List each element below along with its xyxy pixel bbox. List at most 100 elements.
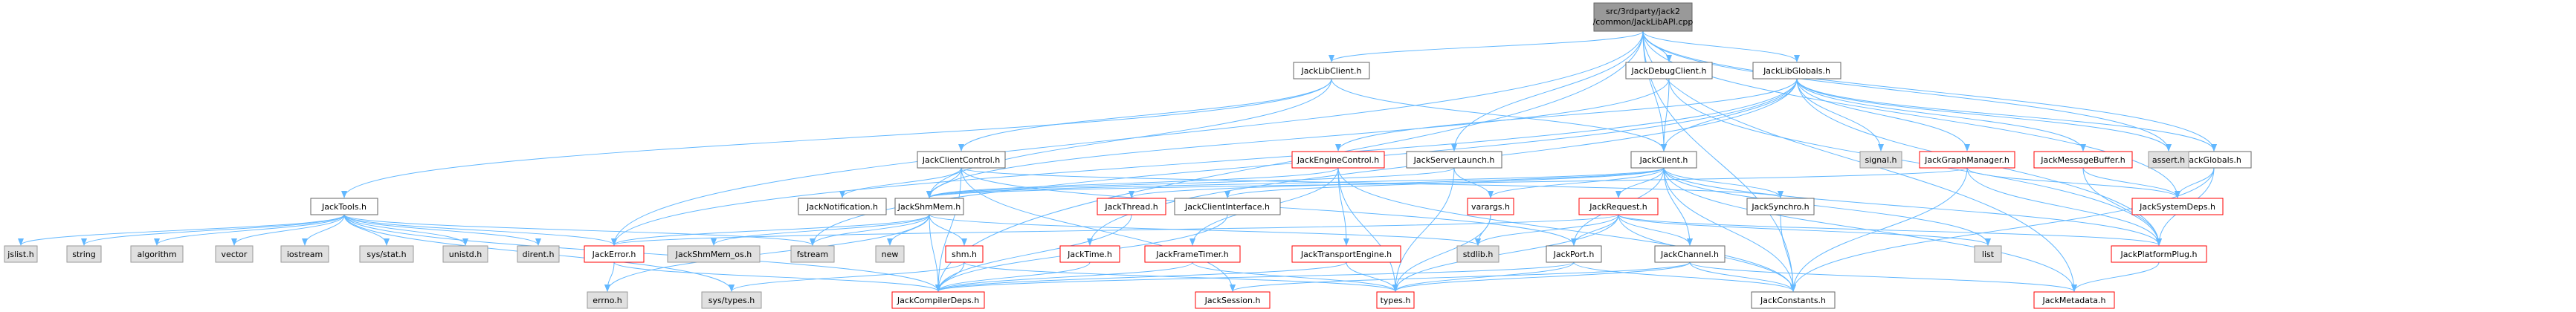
node-constants[interactable]: JackConstants.h xyxy=(1751,291,1836,309)
include-edge-client-to-list xyxy=(1663,167,1991,246)
include-edge-root-to-libglobals xyxy=(1642,30,1800,62)
node-vector[interactable]: vector xyxy=(215,245,254,263)
node-request[interactable]: JackRequest.h xyxy=(1578,198,1659,215)
node-unistd[interactable]: unistd.h xyxy=(442,245,488,263)
node-platformplug[interactable]: JackPlatformPlug.h xyxy=(2111,245,2207,263)
node-label-shm: shm.h xyxy=(952,250,977,259)
node-frametimer[interactable]: JackFrameTimer.h xyxy=(1144,245,1241,263)
node-label-globals: JackGlobals.h xyxy=(2186,155,2241,165)
node-new[interactable]: new xyxy=(875,245,905,263)
include-edge-enginecontrol-to-transportengine xyxy=(1337,167,1349,246)
node-synchro[interactable]: JackSynchro.h xyxy=(1746,198,1815,215)
include-edge-root-to-serverlaunch xyxy=(1451,30,1644,152)
node-shmmemos[interactable]: JackShmMem_os.h xyxy=(667,245,761,263)
include-edge-frametimer-to-compilerdeps xyxy=(935,261,1193,292)
node-label-synchro: JackSynchro.h xyxy=(1751,202,1809,212)
include-edge-root-to-globals xyxy=(1642,30,2217,152)
node-tools[interactable]: JackTools.h xyxy=(310,198,378,215)
include-edge-libglobals-to-graphmanager xyxy=(1796,78,1970,152)
node-globals[interactable]: JackGlobals.h xyxy=(2176,151,2252,169)
node-label-serverlaunch: JackServerLaunch.h xyxy=(1413,155,1495,165)
node-label-compilerdeps: JackCompilerDeps.h xyxy=(897,296,979,305)
root-label-line-2: /common/JackLibAPI.cpp xyxy=(1593,17,1694,27)
node-label-platformplug: JackPlatformPlug.h xyxy=(2120,250,2198,259)
include-edge-client-to-platformplug xyxy=(1663,167,2162,246)
node-enginecontrol[interactable]: JackEngineControl.h xyxy=(1291,151,1385,169)
include-edge-thread-to-compilerdeps xyxy=(935,214,1132,292)
include-edge-libglobals-to-enginecontrol xyxy=(1335,78,1798,152)
include-edge-clientcontrol-to-notification xyxy=(839,167,962,198)
node-label-vector: vector xyxy=(222,250,248,259)
node-notification[interactable]: JackNotification.h xyxy=(798,198,887,215)
node-systemdeps[interactable]: JackSystemDeps.h xyxy=(2131,198,2224,215)
include-edge-tools-to-string xyxy=(81,214,345,246)
include-edge-enginecontrol-to-shmmem xyxy=(926,167,1339,198)
node-list[interactable]: list xyxy=(1974,245,2002,263)
node-box-vector xyxy=(215,245,254,263)
node-fstream[interactable]: fstream xyxy=(790,245,835,263)
node-jslist[interactable]: jslist.h xyxy=(4,245,38,263)
node-graphmanager[interactable]: JackGraphManager.h xyxy=(1919,151,2015,169)
node-client[interactable]: JackClient.h xyxy=(1630,151,1697,169)
node-serverlaunch[interactable]: JackServerLaunch.h xyxy=(1406,151,1502,169)
node-box-port xyxy=(1546,245,1602,263)
node-channel[interactable]: JackChannel.h xyxy=(1654,245,1726,263)
node-messagebuffer[interactable]: JackMessageBuffer.h xyxy=(2033,151,2133,169)
node-shmmem[interactable]: JackShmMem.h xyxy=(894,198,964,215)
node-box-systemdeps xyxy=(2131,198,2224,215)
node-time[interactable]: JackTime.h xyxy=(1059,245,1120,263)
node-label-request: JackRequest.h xyxy=(1589,202,1647,212)
node-iostream[interactable]: iostream xyxy=(280,245,329,263)
node-algorithm[interactable]: algorithm xyxy=(130,245,184,263)
node-error[interactable]: JackError.h xyxy=(584,245,645,263)
node-label-notification: JackNotification.h xyxy=(806,202,878,212)
node-systypes[interactable]: sys/types.h xyxy=(701,291,762,309)
include-edge-channel-to-types xyxy=(1392,261,1691,292)
node-types[interactable]: types.h xyxy=(1376,291,1415,309)
include-edge-debugclient-to-shmmem xyxy=(926,78,1670,198)
node-box-enginecontrol xyxy=(1291,151,1385,169)
node-compilerdeps[interactable]: JackCompilerDeps.h xyxy=(891,291,985,309)
node-varargs[interactable]: varargs.h xyxy=(1467,198,1514,215)
node-label-new: new xyxy=(882,250,899,259)
node-box-new xyxy=(875,245,905,263)
node-thread[interactable]: JackThread.h xyxy=(1097,198,1166,215)
node-box-libglobals xyxy=(1752,62,1841,79)
node-shm[interactable]: shm.h xyxy=(945,245,984,263)
include-edge-graphmanager-to-shmmem xyxy=(926,167,1968,198)
include-edge-request-to-types xyxy=(1392,214,1619,292)
node-stdlib[interactable]: stdlib.h xyxy=(1456,245,1500,263)
node-clientinterface[interactable]: JackClientInterface.h xyxy=(1174,198,1281,215)
node-label-string: string xyxy=(72,250,96,259)
include-edge-globals-to-systemdeps xyxy=(2175,167,2215,198)
node-libclient[interactable]: JackLibClient.h xyxy=(1293,62,1370,79)
node-session[interactable]: JackSession.h xyxy=(1195,291,1271,309)
include-edge-tools-to-unistd xyxy=(343,214,468,246)
node-port[interactable]: JackPort.h xyxy=(1546,245,1602,263)
node-box-varargs xyxy=(1467,198,1514,215)
node-errno[interactable]: errno.h xyxy=(587,291,628,309)
include-edge-graphmanager-to-constants xyxy=(1790,167,1968,292)
node-label-port: JackPort.h xyxy=(1553,250,1595,259)
node-signal[interactable]: signal.h xyxy=(1859,151,1902,169)
node-libglobals[interactable]: JackLibGlobals.h xyxy=(1752,62,1841,79)
node-debugclient[interactable]: JackDebugClient.h xyxy=(1625,62,1713,79)
node-box-messagebuffer xyxy=(2033,151,2133,169)
include-edge-shmmem-to-stdlib xyxy=(929,214,1481,246)
node-string[interactable]: string xyxy=(66,245,102,263)
include-edge-request-to-port xyxy=(1571,214,1619,246)
node-box-transportengine xyxy=(1291,245,1401,263)
include-edge-client-to-synchro xyxy=(1663,167,1783,198)
node-dirent[interactable]: dirent.h xyxy=(517,245,560,263)
node-assert[interactable]: assert.h xyxy=(2148,151,2189,169)
include-edge-messagebuffer-to-platformplug xyxy=(2082,167,2162,246)
node-transportengine[interactable]: JackTransportEngine.h xyxy=(1291,245,1401,263)
node-box-string xyxy=(66,245,102,263)
node-sysstat[interactable]: sys/stat.h xyxy=(359,245,414,263)
node-clientcontrol[interactable]: JackClientControl.h xyxy=(917,151,1006,169)
node-metadata[interactable]: JackMetadata.h xyxy=(2033,291,2115,309)
include-edge-client-to-varargs xyxy=(1488,167,1665,198)
node-label-dirent: dirent.h xyxy=(523,250,555,259)
node-box-shmmemos xyxy=(667,245,761,263)
include-edge-tools-to-jslist xyxy=(18,214,345,246)
